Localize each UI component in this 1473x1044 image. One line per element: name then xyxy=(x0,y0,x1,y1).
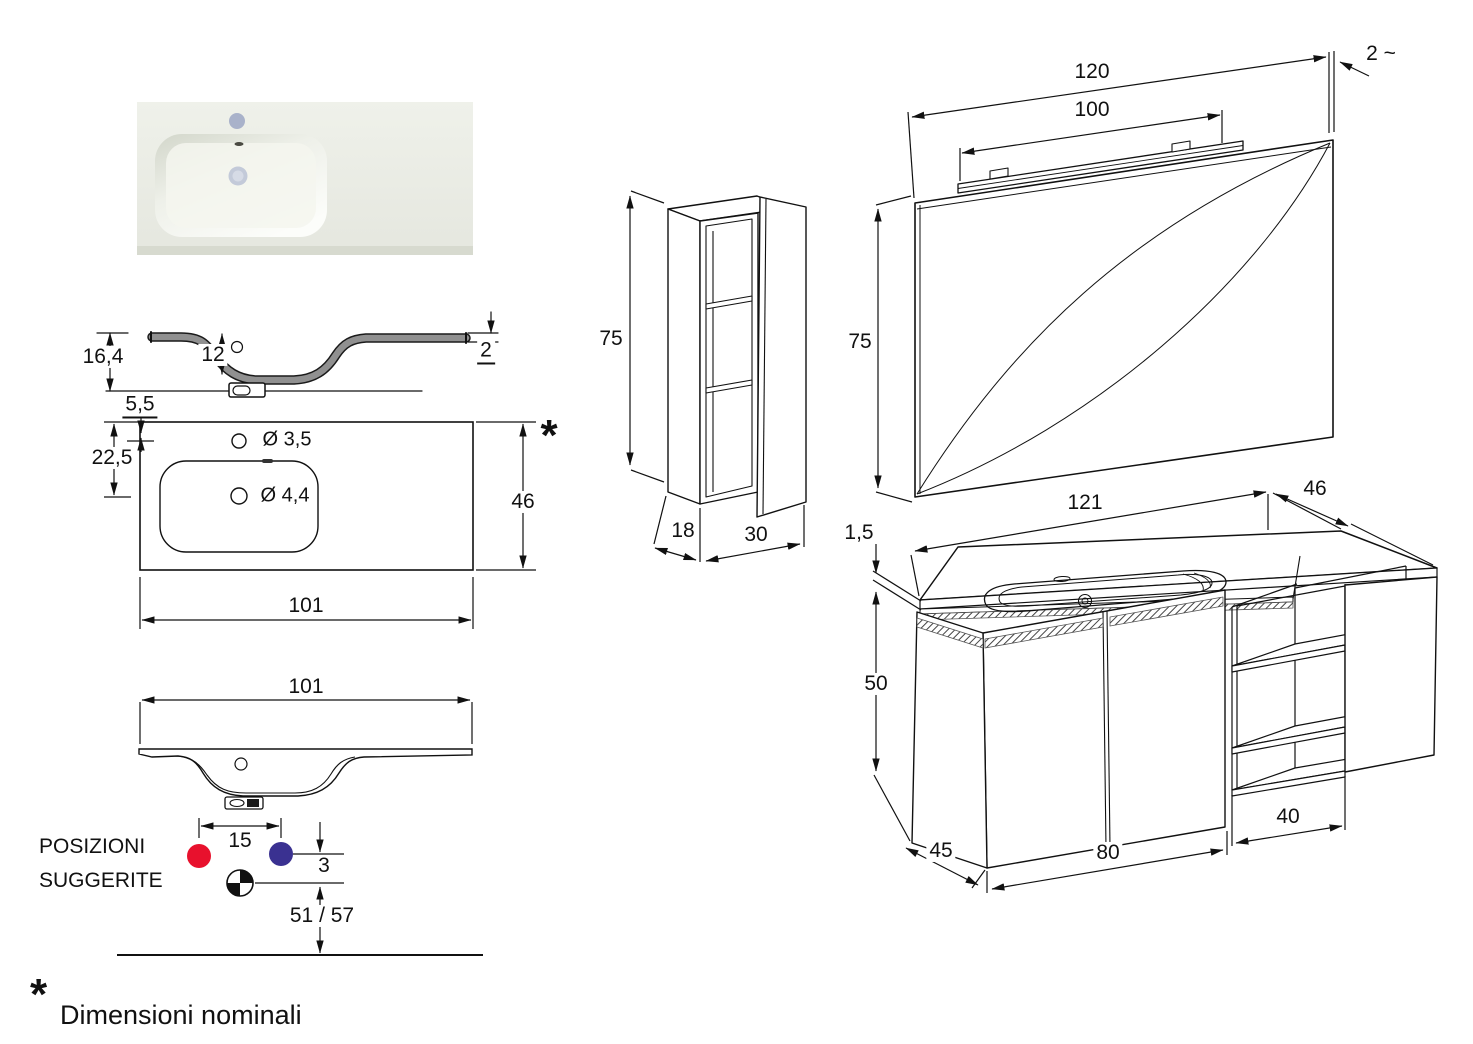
column-open-door xyxy=(756,196,807,518)
vanity-top-thickness-label: 1,5 xyxy=(841,521,877,545)
positions-label-line2: SUGGERITE xyxy=(36,869,166,893)
vanity-shelf-width-label: 40 xyxy=(1273,805,1303,829)
column-shelf xyxy=(705,379,753,394)
column-shelf xyxy=(705,295,753,310)
door-handle-groove xyxy=(1109,596,1224,627)
positions-label-line1: POSIZIONI xyxy=(36,835,149,859)
vanity-drain xyxy=(1077,593,1093,609)
vanity-left-side xyxy=(911,611,988,869)
section-edge-thickness-label: 2 xyxy=(477,339,495,365)
vanity-basin xyxy=(983,569,1227,613)
top-view-width-label: 101 xyxy=(285,594,327,618)
top-view-faucet-hole-label: Ø 3,5 xyxy=(259,429,315,451)
section-basin-depth-label: 12 xyxy=(198,343,228,367)
front-view-profile xyxy=(138,748,473,797)
column-width-label: 30 xyxy=(741,523,771,547)
vanity-height-label: 50 xyxy=(861,672,891,696)
tap-offset-label: 3 xyxy=(315,854,333,878)
tap-spacing-label: 15 xyxy=(225,829,255,853)
mirror-decor-curve xyxy=(916,142,1331,495)
sink-photo xyxy=(137,102,473,255)
top-view-drain-hole xyxy=(230,487,248,505)
mirror-decor-curve xyxy=(916,142,1331,495)
photo-overflow-slot xyxy=(234,142,244,146)
hot-water-position-dot xyxy=(187,844,211,868)
front-view-width-label: 101 xyxy=(285,675,327,699)
top-view-drain-offset-label: 22,5 xyxy=(88,446,136,470)
front-view-overflow xyxy=(234,757,248,771)
mirror-thickness-label: 2 ~ xyxy=(1363,42,1399,66)
footnote-text: Dimensioni nominali xyxy=(60,999,302,1030)
mirror-view xyxy=(874,51,1370,503)
door-handle-groove xyxy=(984,617,1104,649)
top-view-depth-label: 46 xyxy=(508,490,538,514)
top-view-faucet-hole xyxy=(231,433,247,449)
vanity-depth-label: 46 xyxy=(1300,477,1330,501)
top-view-basin xyxy=(159,460,319,553)
vanity-width-label: 121 xyxy=(1064,491,1106,515)
vanity-open-shelves xyxy=(1231,565,1438,797)
vanity-cabinet-depth-label: 45 xyxy=(926,839,956,863)
mirror-glass xyxy=(914,139,1334,498)
column-height-label: 75 xyxy=(596,327,626,351)
mirror-height-label: 75 xyxy=(845,330,875,354)
front-view xyxy=(138,696,473,810)
section-view xyxy=(96,311,499,398)
drain-height-label: 51 / 57 xyxy=(286,904,358,928)
photo-faucet-hole xyxy=(229,113,245,129)
top-view-overflow xyxy=(262,459,273,463)
cold-water-position-dot xyxy=(269,842,293,866)
section-height-label: 16,4 xyxy=(79,345,127,369)
top-view-drain-hole-label: Ø 4,4 xyxy=(257,485,313,507)
footnote-mark: * xyxy=(30,969,48,1019)
column-cabinet-view xyxy=(626,190,807,563)
suggested-positions xyxy=(117,818,483,956)
mirror-light-width-label: 100 xyxy=(1071,98,1113,122)
vanity-doors-width-label: 80 xyxy=(1093,841,1123,865)
top-view-footnote-mark: * xyxy=(540,410,558,460)
mirror-width-label: 120 xyxy=(1071,60,1113,84)
top-view-faucet-offset-label: 5,5 xyxy=(122,393,158,419)
vanity-view xyxy=(872,490,1438,893)
column-depth-label: 18 xyxy=(668,519,698,543)
drain-centroid-symbol xyxy=(226,869,254,897)
vanity-overflow-slot xyxy=(1053,575,1071,583)
